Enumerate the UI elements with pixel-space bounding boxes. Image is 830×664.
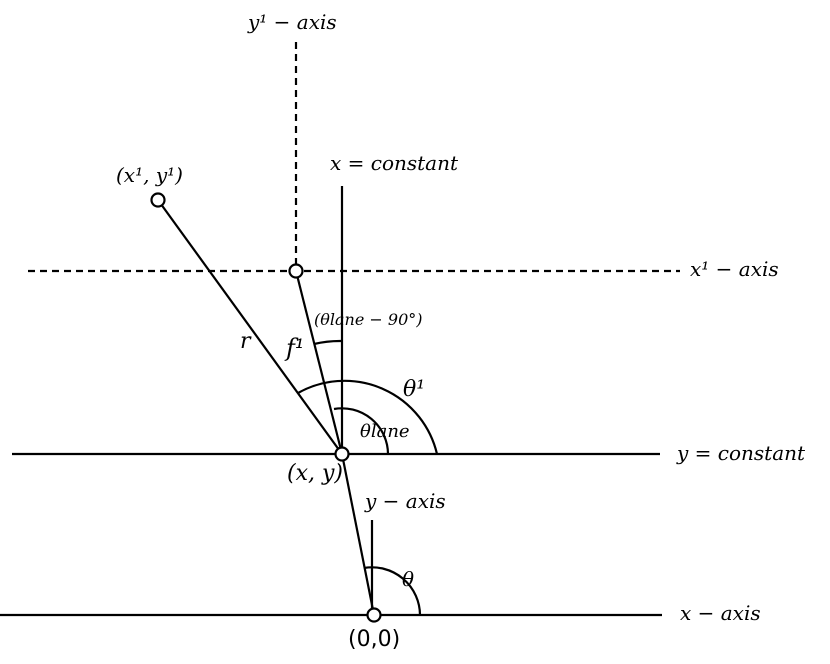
segment-origin-to-xy: [340, 453, 376, 616]
origin-label: (0,0): [348, 627, 400, 652]
arc-theta: [363, 566, 422, 616]
theta-lane-minus-90-label: (θlane − 90°): [314, 310, 422, 329]
x-axis-label: x − axis: [680, 601, 761, 625]
arc-theta1: [297, 379, 439, 455]
x-constant-label: x = constant: [330, 151, 459, 175]
y1-axis-label: y¹ − axis: [247, 10, 337, 34]
origin-marker: [366, 607, 382, 623]
r-label: r: [240, 329, 252, 354]
theta-lane-label: θlane: [360, 421, 410, 442]
arc-theta-lane: [333, 407, 390, 455]
segment-r: [157, 199, 343, 455]
point-xy-label: (x, y): [287, 461, 343, 486]
theta-label: θ: [402, 567, 414, 591]
segment-f1: [294, 270, 344, 455]
theta1-label: θ¹: [403, 377, 425, 402]
point-x1y1-label: (x¹, y¹): [116, 163, 183, 187]
f1-label: f¹: [284, 334, 305, 362]
point-xy-marker: [334, 446, 350, 462]
y-axis-label: y − axis: [364, 489, 446, 513]
point-f1-marker: [288, 263, 304, 279]
point-x1y1-marker: [150, 192, 166, 208]
arc-theta-lane-minus-90: [313, 339, 343, 346]
x1-axis-label: x¹ − axis: [690, 257, 779, 281]
y-constant-label: y = constant: [676, 441, 806, 465]
